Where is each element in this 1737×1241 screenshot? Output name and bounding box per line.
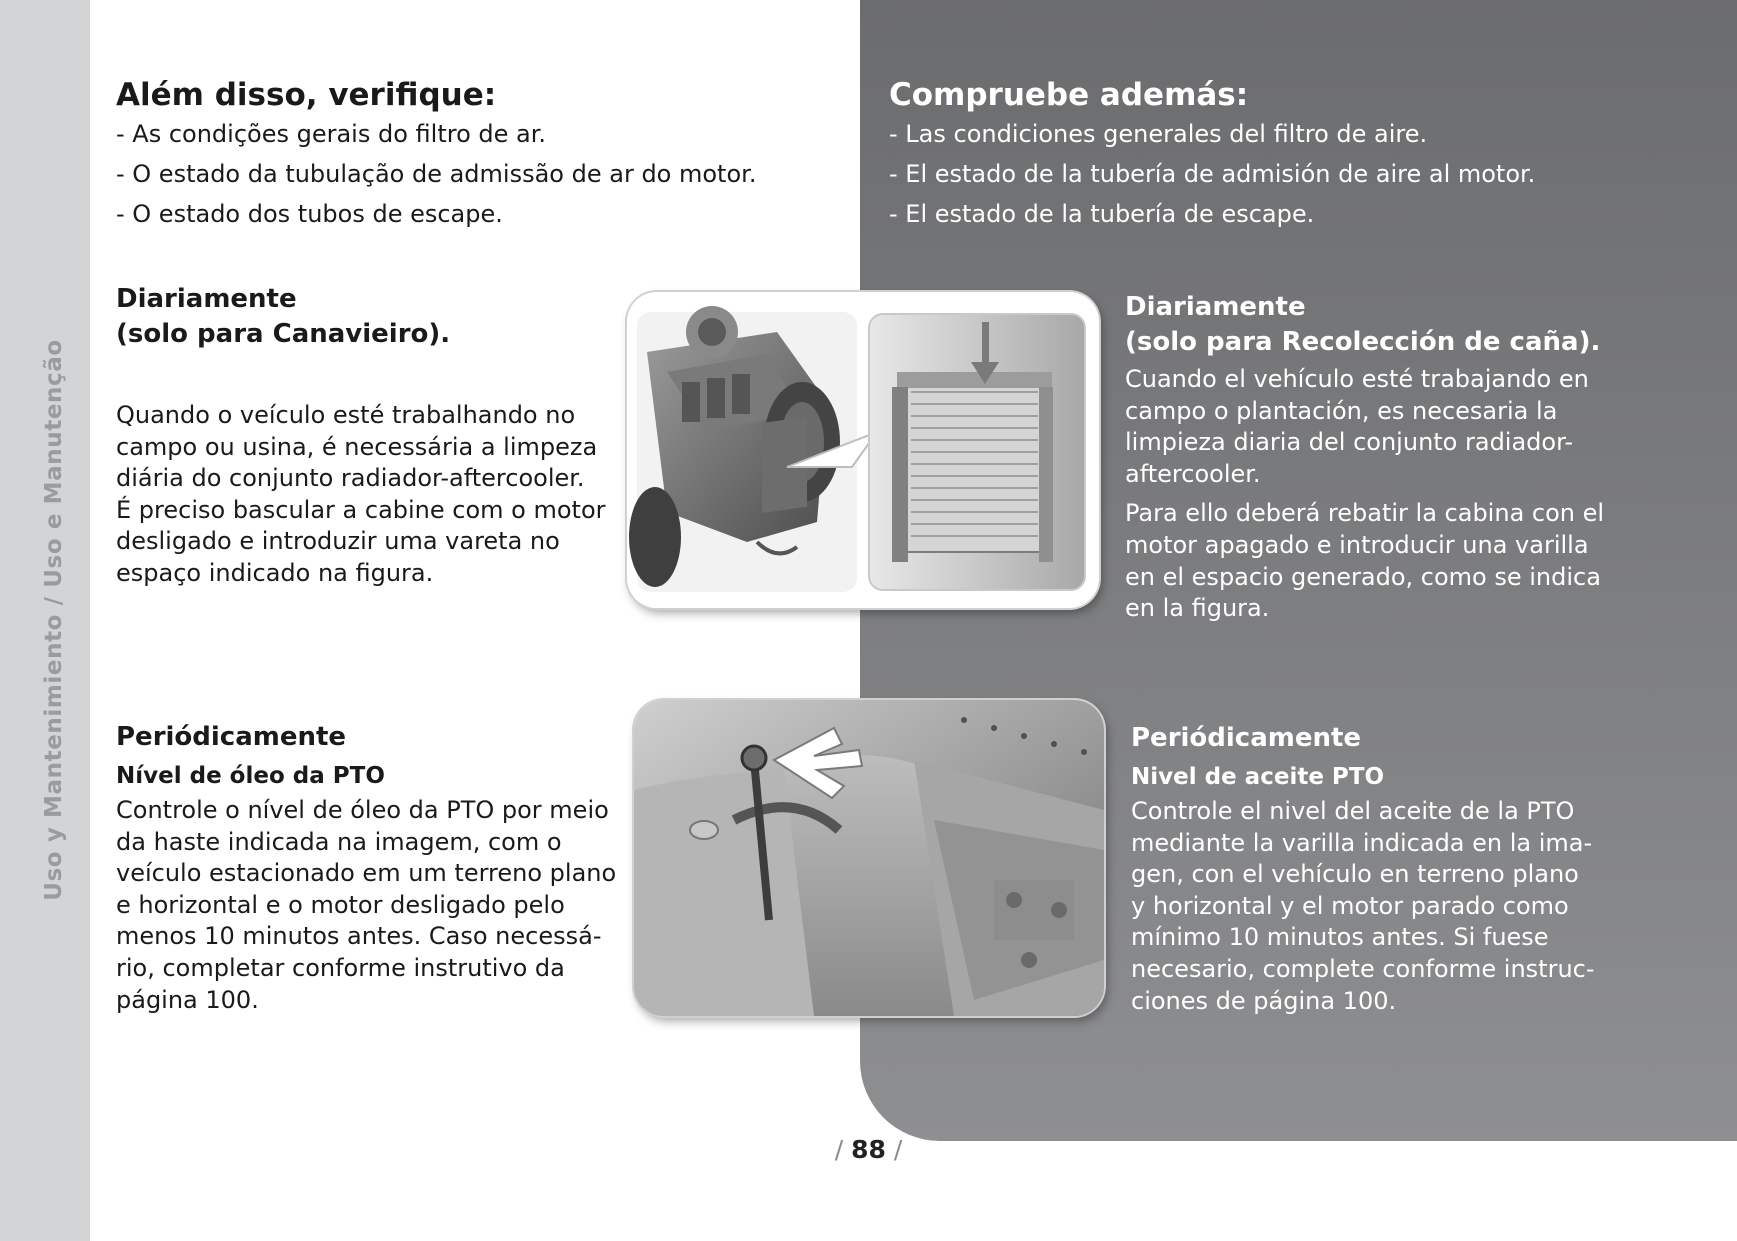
- pt-check-item: - O estado da tubulação de admissão de a…: [116, 160, 757, 188]
- pt-daily-line: É preciso bascular a cabine com o motor: [116, 495, 606, 524]
- es-periodic-title: Periódicamente: [1131, 723, 1362, 753]
- pt-daily-subtitle: (solo para Canavieiro).: [116, 319, 451, 349]
- pt-periodic-line: e horizontal e o motor desligado pelo: [116, 890, 565, 919]
- pt-check-item: - As condições gerais do filtro de ar.: [116, 120, 547, 148]
- es-check-item: - Las condiciones generales del filtro d…: [889, 120, 1428, 148]
- pt-check-title: Além disso, verifique:: [116, 77, 497, 113]
- pto-dipstick-figure: [634, 700, 1104, 1016]
- pt-periodic-line: Controle o nível de óleo da PTO por meio: [116, 796, 609, 824]
- es-periodic-line: Controle el nivel del aceite de la PTO: [1131, 797, 1575, 825]
- es-periodic-line: ciones de página 100.: [1131, 986, 1397, 1015]
- es-daily-line: aftercooler.: [1125, 459, 1261, 488]
- es-daily-line: Cuando el vehículo esté trabajando en: [1125, 365, 1589, 393]
- pt-periodic-title: Periódicamente: [116, 722, 347, 752]
- es-check-section: Compruebe además: - Las condiciones gene…: [889, 76, 1729, 234]
- es-daily-line: campo o plantación, es necesaria la: [1125, 396, 1558, 425]
- es-periodic-line: y horizontal y el motor parado como: [1131, 891, 1569, 920]
- pt-daily-line: desligado e introduzir uma vareta no: [116, 527, 560, 556]
- pt-check-item: - O estado dos tubos de escape.: [116, 200, 503, 228]
- pto-dipstick-illustration: [634, 700, 1104, 1016]
- pt-periodic-line: da haste indicada na imagem, com o: [116, 827, 562, 856]
- es-check-title: Compruebe además:: [889, 77, 1249, 113]
- es-daily-line: en la figura.: [1125, 594, 1270, 623]
- es-daily-line: en el espacio generado, como se indica: [1125, 562, 1601, 591]
- es-check-item: - El estado de la tubería de escape.: [889, 200, 1315, 228]
- es-periodic-line: mediante la varilla indicada en la ima-: [1131, 828, 1593, 857]
- pt-daily-line: diária do conjunto radiador-aftercooler.: [116, 464, 585, 493]
- pt-daily-section: Diariamente (solo para Canavieiro). Quan…: [116, 282, 616, 590]
- pt-periodic-subtitle: Nível de óleo da PTO: [116, 763, 385, 789]
- es-periodic-subtitle: Nivel de aceite PTO: [1131, 764, 1385, 790]
- es-daily-line: Para ello deberá rebatir la cabina con e…: [1125, 499, 1605, 528]
- page-number: / 88 /: [834, 1135, 903, 1164]
- pt-daily-line: Quando o veículo esté trabalhando no: [116, 401, 576, 429]
- page-number-value: 88: [851, 1135, 886, 1164]
- pt-periodic-line: rio, completar conforme instrutivo da: [116, 953, 565, 982]
- es-periodic-line: necesario, complete conforme instruc-: [1131, 954, 1595, 983]
- pt-check-section: Além disso, verifique: - As condições ge…: [116, 76, 856, 234]
- pt-periodic-section: Periódicamente Nível de óleo da PTO Cont…: [116, 720, 626, 1016]
- pt-daily-title: Diariamente: [116, 284, 297, 314]
- radiator-illustration: [627, 292, 1099, 608]
- pt-periodic-line: menos 10 minutos antes. Caso necessá-: [116, 922, 602, 951]
- es-periodic-line: mínimo 10 minutos antes. Si fuese: [1131, 923, 1549, 952]
- section-side-label: Uso y Mantenimiento / Uso e Manutenção: [41, 339, 67, 901]
- side-strip: [0, 0, 90, 1241]
- es-daily-subtitle: (solo para Recolección de caña).: [1125, 327, 1601, 357]
- radiator-figure: [627, 292, 1099, 608]
- pt-daily-line: espaço indicado na figura.: [116, 558, 434, 587]
- es-daily-title: Diariamente: [1125, 292, 1306, 322]
- es-periodic-line: gen, con el vehículo en terreno plano: [1131, 860, 1579, 889]
- pt-periodic-line: página 100.: [116, 985, 259, 1014]
- es-periodic-section: Periódicamente Nivel de aceite PTO Contr…: [1131, 721, 1721, 1017]
- es-daily-line: motor apagado e introducir una varilla: [1125, 530, 1589, 559]
- pt-daily-line: campo ou usina, é necessária a limpeza: [116, 432, 598, 461]
- es-check-item: - El estado de la tubería de admisión de…: [889, 160, 1536, 188]
- pt-periodic-line: veículo estacionado em um terreno plano: [116, 859, 617, 888]
- es-daily-section: Diariamente (solo para Recolección de ca…: [1125, 290, 1715, 625]
- es-daily-line: limpieza diaria del conjunto radiador-: [1125, 428, 1574, 457]
